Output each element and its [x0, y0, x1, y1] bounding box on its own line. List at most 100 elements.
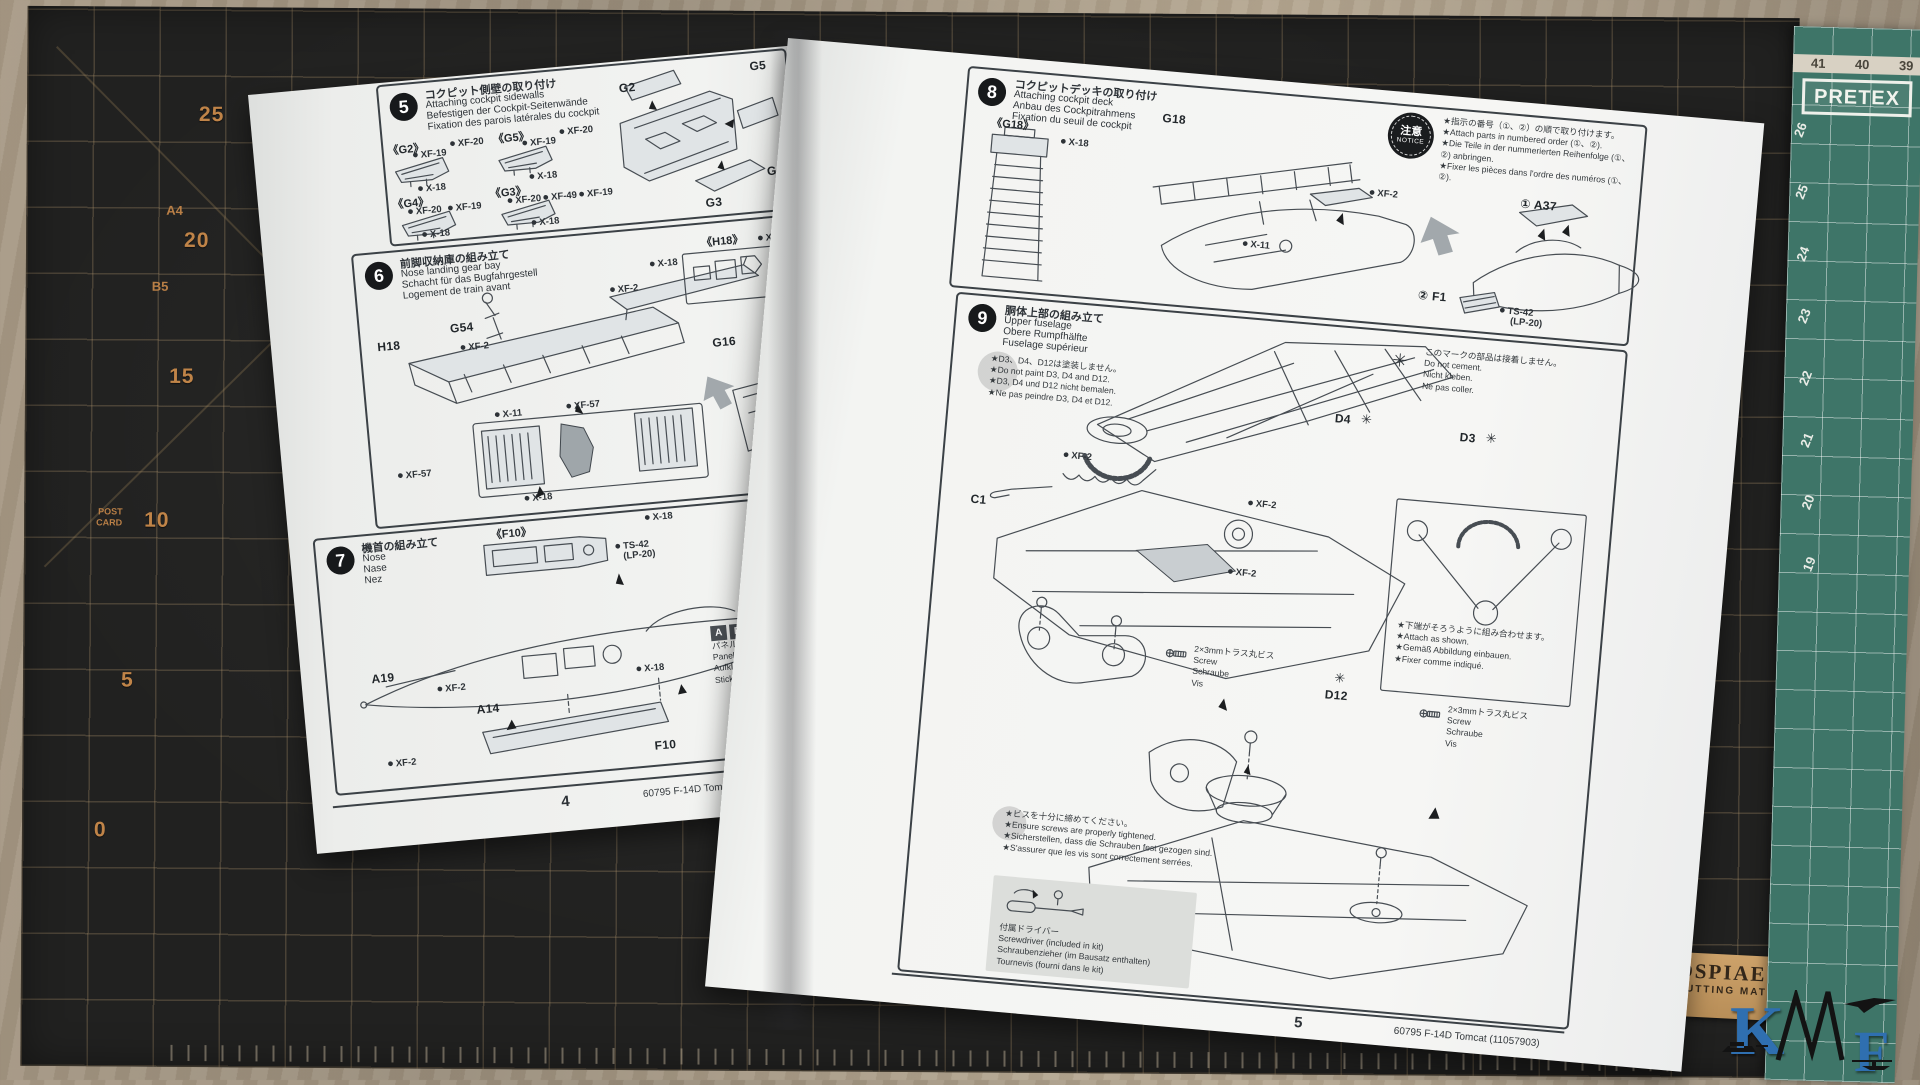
paint-callout: XF-49 [550, 189, 578, 203]
kmf-letter-k: K [1730, 993, 1785, 1070]
paint-dot-icon: ● [577, 187, 586, 201]
no-cement-icon: ✳ [1391, 349, 1409, 372]
screw-callout-2: 2×3mmトラス丸ビス Screw Schraube Vis [1445, 704, 1529, 756]
step7-diagram [360, 536, 807, 755]
helicopter-silhouette-icon [1852, 1060, 1892, 1070]
right-page-number: 5 [1293, 1013, 1304, 1032]
green-side-21: 21 [1797, 430, 1817, 450]
green-scale-41: 41 [1810, 55, 1826, 71]
part-label-g18: G18 [1161, 110, 1187, 127]
part-label-f10: F10 [654, 736, 677, 753]
paint-callout: XF-20 [457, 135, 485, 150]
paint-dot-icon: ● [459, 341, 467, 354]
paint-dot-icon: ● [643, 511, 652, 524]
mat-label-post: POST [98, 506, 123, 517]
part-label-d12: D12 [1324, 687, 1349, 704]
paint-callout: X-11 [502, 407, 523, 421]
green-scale-39: 39 [1898, 57, 1914, 74]
step8-section: 8 コクピットデッキの取り付け Attaching cockpit deck A… [948, 65, 1648, 347]
part-label-a14: A14 [476, 700, 501, 717]
paint-dot-icon: ● [493, 408, 502, 421]
paint-callout: XF-2 [1376, 187, 1399, 201]
paint-dot-icon: ● [448, 137, 457, 150]
screw-callout-1: 2×3mmトラス丸ビス Screw Schraube Vis [1191, 644, 1275, 696]
paint-callout: XF-2 [1255, 498, 1277, 512]
step6-section: 6 前脚収納庫の組み立て Nose landing gear bay Schac… [350, 213, 827, 530]
part-label-f1: ② F1 [1417, 287, 1448, 305]
manual-right-page: 8 コクピットデッキの取り付け Attaching cockpit deck A… [705, 38, 1765, 1072]
paint-dot-icon: ● [613, 540, 622, 553]
mat-scale-5: 5 [120, 668, 134, 692]
part-label-c1: C1 [969, 491, 988, 508]
paint-callout: XF-2 [467, 340, 490, 354]
paint-dot-icon: ● [1226, 565, 1235, 578]
paint-dot-icon: ● [520, 136, 529, 150]
mat-scale-25: 25 [198, 103, 225, 127]
booklet-fold-shadow [761, 29, 823, 1031]
paint-dot-icon: ● [406, 205, 415, 219]
step6-diagram [408, 244, 814, 499]
screwdriver-icon [1006, 889, 1084, 916]
mat-scale-15: 15 [169, 364, 195, 389]
paint-callout: X-18 [429, 227, 451, 241]
paint-callout: X-18 [652, 510, 674, 524]
paint-callout: XF-19 [420, 147, 448, 161]
part-label-g54: G54 [449, 319, 475, 336]
paint-callout: XF-19 [529, 135, 557, 149]
screw-icon [1419, 709, 1441, 718]
manual-left-page: 5 コクピット側壁の取り付け Attaching cockpit sidewal… [248, 45, 860, 854]
pretex-logo: PRETEX [1801, 78, 1913, 118]
paint-dot-icon: ● [396, 469, 405, 483]
paint-callout: XF-57 [573, 398, 601, 412]
left-page-number: 4 [560, 792, 571, 811]
paint-dot-icon: ● [1246, 496, 1255, 510]
part-label-h18: H18 [376, 338, 401, 355]
tank-silhouette-icon [1722, 1042, 1768, 1052]
step9-section: 9 胴体上部の組み立て Upper fuselage Obere Rumpfhä… [897, 291, 1628, 1030]
kmf-watermark: K F [1712, 990, 1920, 1084]
green-side-23: 23 [1794, 306, 1814, 326]
mat-scale-0: 0 [93, 818, 107, 842]
paint-dot-icon: ● [506, 194, 514, 207]
mat-label-card: CARD [96, 517, 123, 528]
part-label-d4: D4 [1334, 411, 1352, 427]
paint-callout: X-18 [425, 181, 447, 195]
green-side-24: 24 [1793, 244, 1813, 264]
green-side-25: 25 [1791, 182, 1812, 202]
paint-dot-icon: ● [608, 283, 617, 297]
paint-dot-icon: ● [635, 662, 643, 676]
paint-dot-icon: ● [1368, 186, 1376, 199]
part-label-g3: G3 [705, 194, 723, 210]
green-side-19: 19 [1799, 554, 1819, 574]
no-cement-icon: ✳ [1333, 670, 1346, 686]
paint-dot-icon: ● [541, 191, 550, 204]
paint-callout: XF-57 [405, 467, 433, 482]
paint-dot-icon: ● [420, 228, 429, 241]
paint-callout: XF-2 [444, 681, 467, 695]
paint-callout: X-18 [643, 661, 665, 675]
paint-dot-icon: ● [436, 682, 444, 696]
paint-dot-icon: ● [386, 757, 395, 771]
paint-dot-icon: ● [564, 399, 573, 413]
green-side-26: 26 [1790, 120, 1810, 140]
part-label-g5: G5 [748, 57, 767, 74]
paint-callout: X-11 [1249, 239, 1271, 252]
kmf-letter-m [1775, 990, 1845, 1062]
step8-diagram [981, 126, 1640, 314]
green-scale-40: 40 [1854, 56, 1870, 73]
paint-dot-icon: ● [523, 492, 531, 505]
part-label-a19: A19 [370, 670, 395, 687]
green-side-22: 22 [1795, 368, 1816, 388]
paint-callout: X-18 [531, 491, 553, 504]
driver-note: 付属ドライバー Screwdriver (included in kit) Sc… [996, 922, 1153, 980]
part-label-d3: D3 [1459, 430, 1477, 446]
paint-dot-icon: ● [648, 257, 657, 271]
step5-section: 5 コクピット側壁の取り付け Attaching cockpit sidewal… [375, 48, 801, 247]
paint-dot-icon: ● [756, 231, 765, 245]
paint-callout: XF-20 [415, 203, 443, 218]
mat-label-b5: B5 [151, 278, 169, 294]
paint-dot-icon: ● [446, 201, 455, 215]
paint-callout: XF-20 [514, 192, 542, 207]
right-footer-text: 60795 F-14D Tomcat (11057903) [1393, 1025, 1541, 1050]
step5-diagram [394, 69, 779, 243]
